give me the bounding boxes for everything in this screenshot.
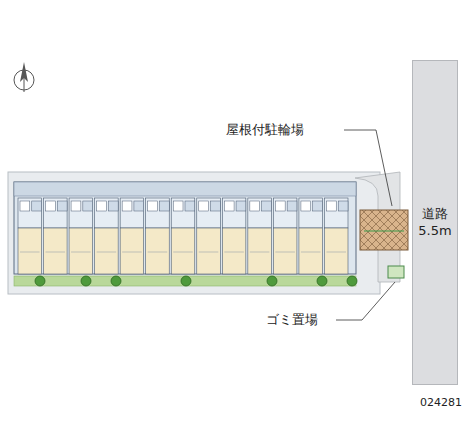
- building: [14, 182, 356, 274]
- bicycle-parking-roof: [360, 210, 408, 250]
- bike-rack: [364, 230, 404, 231]
- north-compass: [14, 62, 34, 92]
- property-number: 024281: [420, 396, 462, 409]
- leader-line: [336, 282, 395, 320]
- corridor: [14, 182, 356, 196]
- garbage-place: [388, 266, 404, 278]
- grass-strip: [14, 276, 356, 286]
- callout-label: 屋根付駐輪場: [226, 121, 304, 139]
- apartment-units: [18, 198, 348, 274]
- lot-area: [8, 172, 380, 294]
- callout-label: ゴミ置場: [266, 311, 318, 329]
- trees: [35, 276, 357, 286]
- road-band: 道路 5.5m: [412, 60, 458, 385]
- road-label: 道路 5.5m: [415, 206, 455, 240]
- leader-line: [344, 130, 392, 206]
- bicycle-parking: [360, 210, 408, 250]
